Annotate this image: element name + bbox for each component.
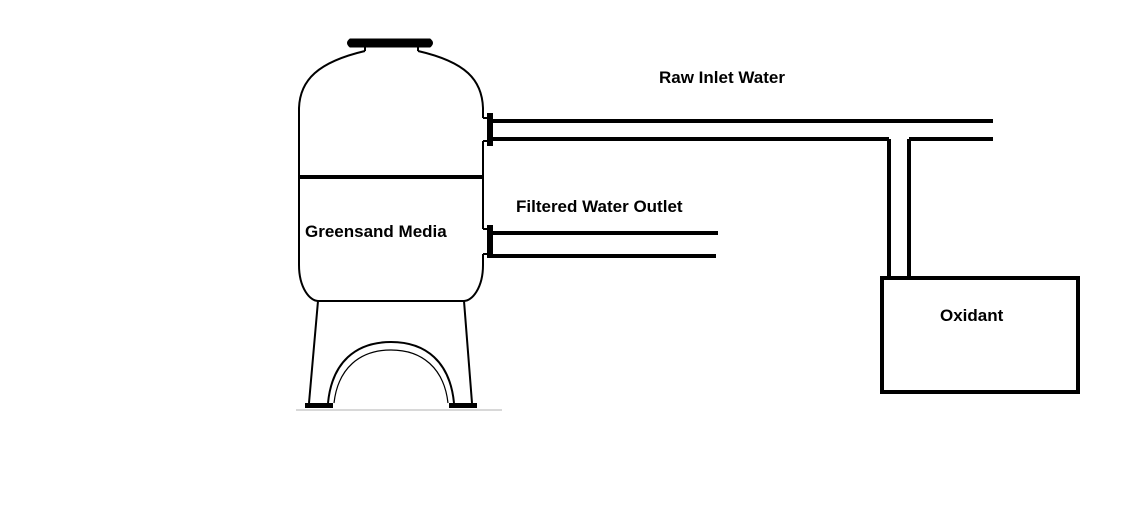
raw-inlet-pipe	[483, 113, 993, 146]
tank-body-right-lower	[463, 254, 484, 302]
stand-arch	[327, 340, 455, 404]
stand-arch-inner	[333, 349, 449, 404]
filtered-outlet-label: Filtered Water Outlet	[516, 197, 683, 216]
stand-foot-left	[305, 403, 333, 408]
raw-inlet-label: Raw Inlet Water	[659, 68, 785, 87]
tank-neck	[364, 47, 419, 51]
inlet-flange	[487, 113, 493, 146]
stand-foot-right	[449, 403, 477, 408]
tank-top-cap	[347, 38, 433, 48]
oxidant-tank	[880, 276, 1080, 394]
stand-outer-legs	[308, 300, 473, 404]
filter-tank	[298, 38, 484, 302]
tank-stand	[296, 300, 502, 411]
tank-body-right-upper	[417, 50, 484, 118]
oxidant-feed-line	[887, 139, 911, 278]
tank-body-left	[298, 50, 366, 302]
filtered-outlet-pipe	[483, 225, 718, 258]
oxidant-label: Oxidant	[940, 306, 1004, 325]
outlet-flange	[487, 225, 493, 258]
greensand-media-label: Greensand Media	[305, 222, 447, 241]
